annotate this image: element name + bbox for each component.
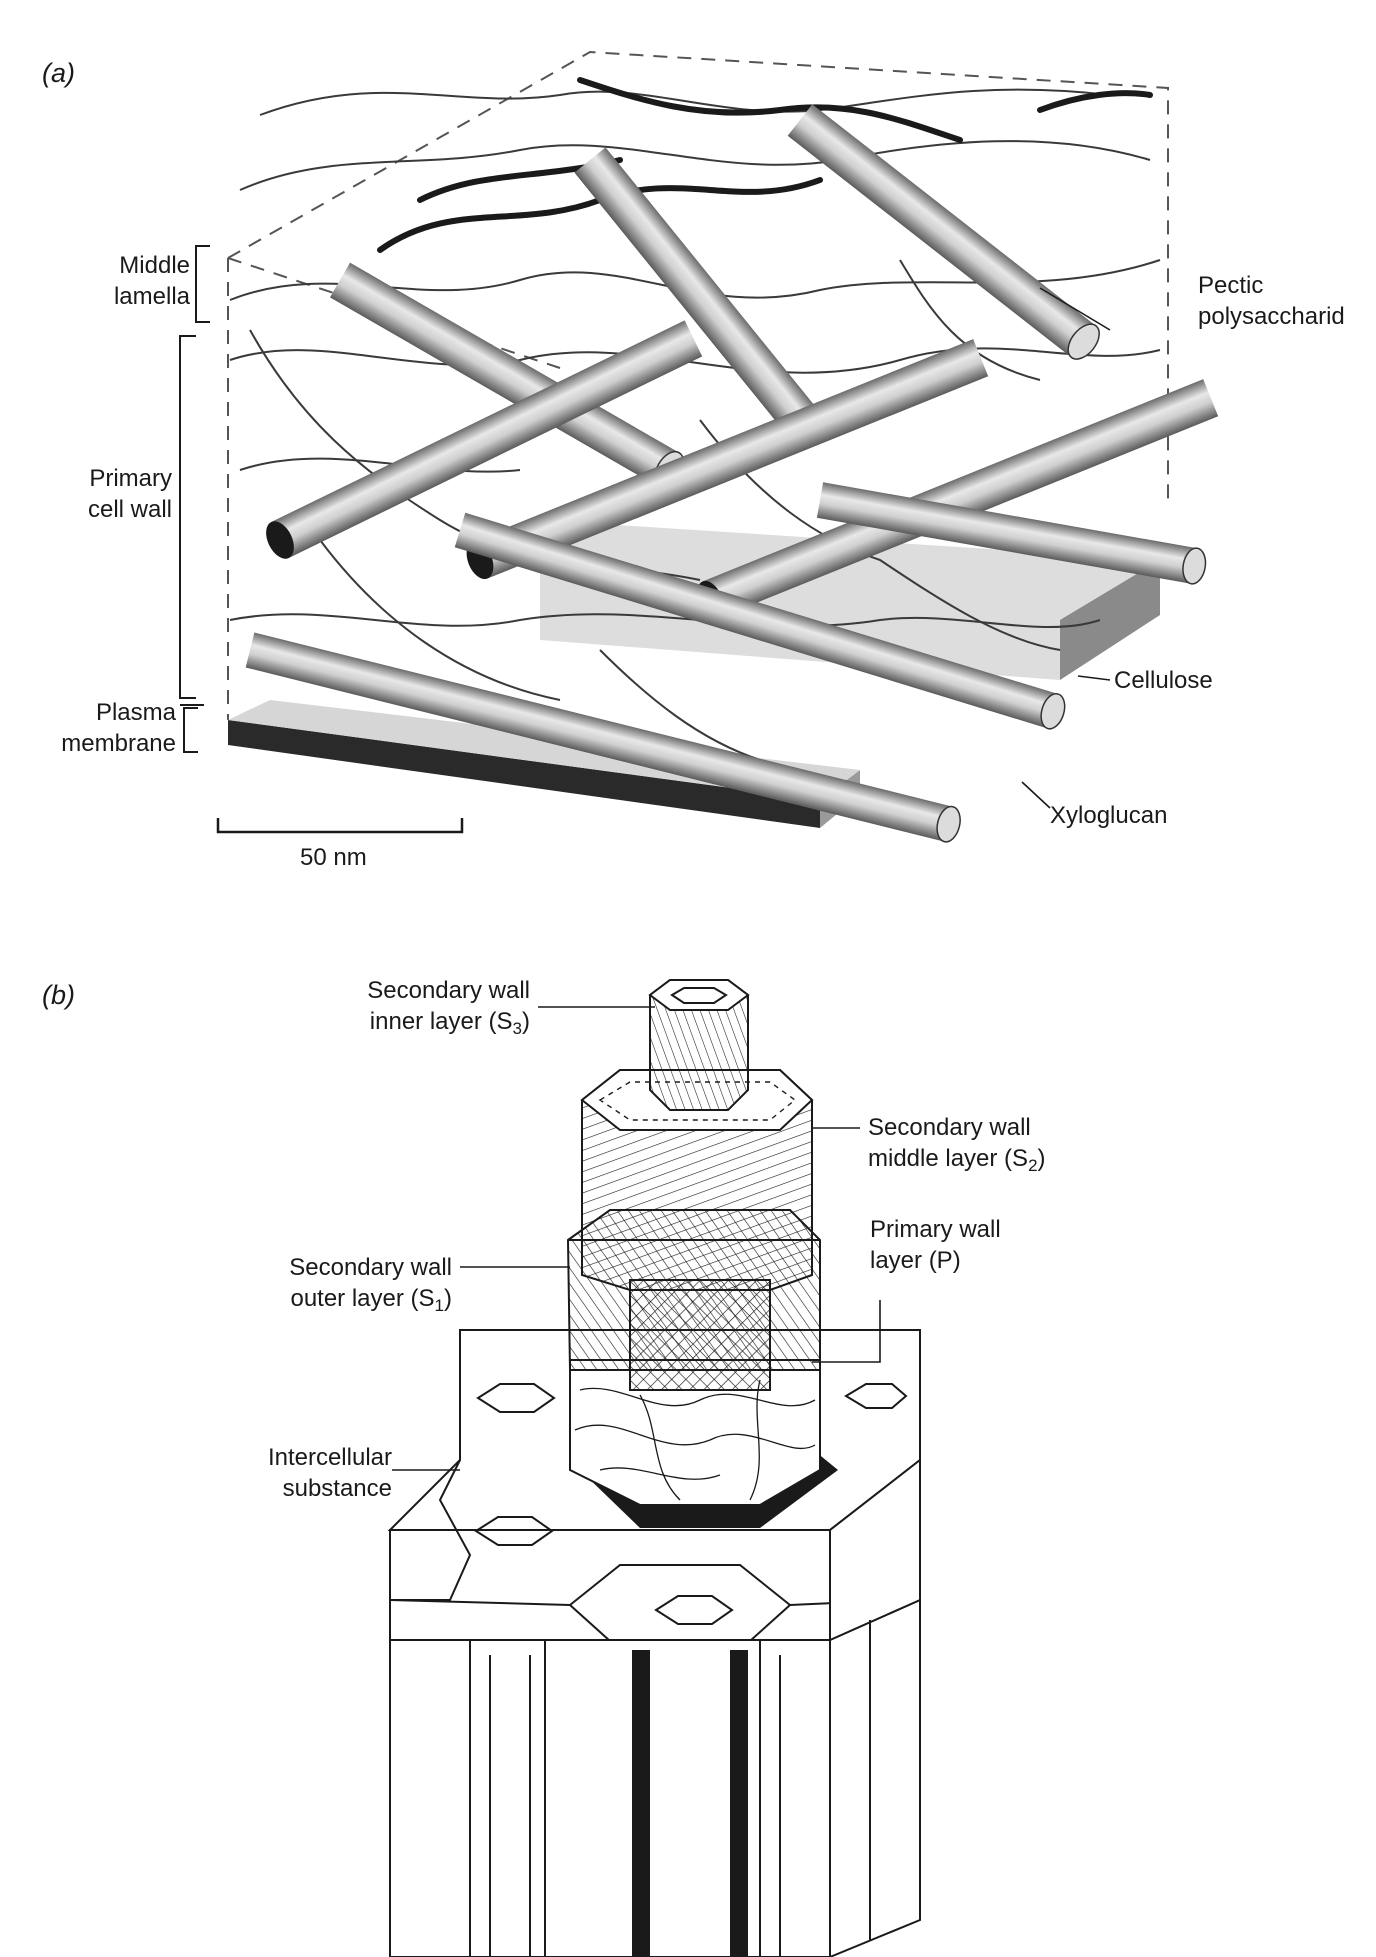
intercellular-band bbox=[730, 1650, 748, 1957]
s2-middle-layer bbox=[580, 1069, 814, 1291]
cellulose-rod bbox=[816, 482, 1207, 585]
panel-a-label: (a) bbox=[42, 58, 76, 88]
intercellular-band bbox=[632, 1650, 650, 1957]
cellulose-microfibrils-middle bbox=[266, 320, 1219, 620]
xyloglucan-label: Xyloglucan bbox=[1050, 802, 1168, 829]
cellulose-microfibrils-lower bbox=[245, 482, 1207, 843]
leader-lines-b bbox=[392, 1006, 881, 1471]
cellulose-microfibrils-upper bbox=[330, 104, 1100, 490]
cellulose-rod bbox=[245, 632, 961, 843]
cell-wall-model-3d bbox=[179, 50, 1219, 843]
s3-inner-layer bbox=[648, 979, 750, 1111]
layer-brackets bbox=[179, 245, 210, 753]
s2-label: Secondary wall middle layer (S2) bbox=[868, 1114, 1046, 1175]
cellulose-rod bbox=[787, 104, 1100, 360]
cell-block-front bbox=[389, 1457, 921, 1957]
scale-bar-label: 50 nm bbox=[300, 844, 367, 871]
cellulose-rod bbox=[454, 512, 1066, 730]
panel-b-label: (b) bbox=[42, 980, 76, 1010]
s1-label: Secondary wall outer layer (S1) bbox=[289, 1254, 452, 1315]
s3-label: Secondary wall inner layer (S3) bbox=[367, 977, 530, 1038]
scale-bar bbox=[216, 818, 464, 834]
leader-lines bbox=[1021, 287, 1111, 809]
cellulose-label: Cellulose bbox=[1114, 667, 1213, 694]
wood-cell-wall-diagram bbox=[387, 979, 921, 1957]
cellulose-rod bbox=[266, 320, 703, 559]
